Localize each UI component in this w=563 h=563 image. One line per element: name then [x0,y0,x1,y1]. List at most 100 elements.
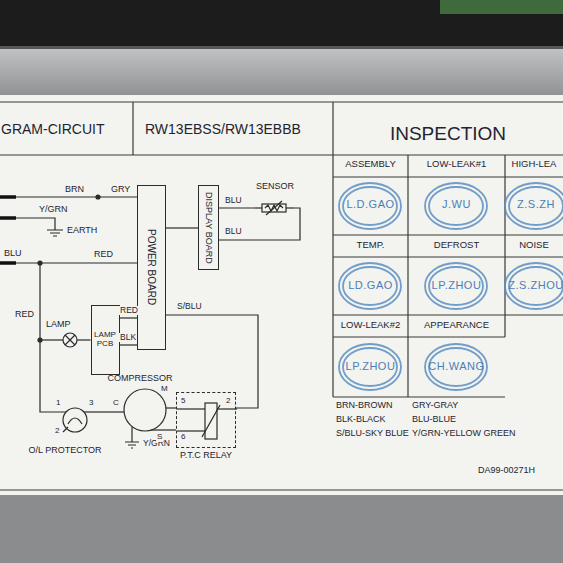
photo-ground [0,46,563,96]
node-label: COMPRESSOR [107,374,172,384]
wire-terminal [0,195,16,199]
wire [120,344,138,345]
pin-number: 2 [225,397,231,406]
label-frame [0,154,563,155]
color-key: GRY-GRAY [412,401,458,411]
inspection-stamp [505,183,563,229]
symbol-stroke [177,430,205,431]
pin-number: M [160,385,169,394]
symbol-body [262,204,286,212]
symbol-stroke [286,207,294,208]
label-frame [333,337,505,397]
label-frame [132,102,133,155]
node-label: DISPLAY BOARD [204,192,214,264]
symbol-body [63,408,87,432]
node-label: SENSOR [256,182,294,192]
lamp-pcb: LAMP PCB [91,305,120,375]
table-header: TEMP. [333,240,408,250]
wire-label: GRY [110,185,131,195]
stamp: LD.GAO [333,279,408,291]
wire [219,208,300,240]
node-label: P.T.C RELAY [180,451,232,461]
table-header: HIGH-LEA [505,159,563,169]
table-header: NOISE [505,240,563,250]
table-header: DEFROST [408,240,505,250]
symbol-stroke [217,408,237,409]
wire [0,196,137,197]
model-number: RW13EBSS/RW13EBBB [145,122,301,137]
symbol-body [63,333,77,347]
pin-number: 6 [180,433,186,442]
symbol-stroke [254,207,262,208]
part-number: DA99-00271H [478,466,535,476]
label-frame [0,102,563,490]
photo-ground [0,46,563,49]
wire-terminal [0,261,16,265]
photo-ground [0,495,563,563]
display-board: DISPLAY BOARD [198,185,219,270]
stamp: L.D.GAO [333,198,408,210]
wire-label: Y/GRN [38,205,69,215]
wire [0,197,137,442]
label-frame [0,489,563,490]
wire-terminal [0,216,16,220]
color-key: S/BLU-SKY BLUE [336,429,409,439]
pin-number: S [156,433,163,442]
stamp: LP.ZHOU [408,279,505,291]
photo-ground [440,0,563,14]
ptc-relay-drawing [177,393,237,449]
symbol-stroke [68,418,82,424]
junction-dot [37,260,42,265]
color-key: Y/GRN-YELLOW GREEN [412,429,516,439]
table-header: LOW-LEAK#1 [408,159,505,169]
wire [166,315,258,408]
symbol-stroke [84,411,102,412]
symbol-stroke [65,335,75,345]
label-frame [0,101,563,102]
wire-label: RED [93,250,114,260]
wire [40,339,63,340]
symbol-stroke [266,201,282,215]
stamp: J.WU [408,198,505,210]
table-header: APPEARANCE [408,320,505,330]
photo-ground [0,95,563,495]
ptc-relay: P.T.C RELAY [176,392,236,448]
ground-symbol [47,230,63,236]
stamp: Z.S.ZH [505,198,563,210]
color-key: BRN-BROWN [336,401,393,411]
node-label: O/L PROTECTOR [28,446,101,456]
label-frame [407,155,408,397]
symbol-stroke [108,411,124,412]
junction-dot [37,337,42,342]
stamp: Z.S.ZHOU [505,279,563,291]
table-header: ASSEMBLY [333,159,408,169]
sensor-symbol: SENSOR [254,182,294,216]
wire-label: BLU [3,249,23,259]
wire-label: RED [14,310,35,320]
wire [40,263,66,412]
overload-protector: O/L PROTECTOR [28,396,102,460]
wire [166,227,198,228]
pin-number: 1 [55,399,61,408]
wire-label: RED [119,306,139,315]
compressor-symbol: COMPRESSOR [108,374,172,436]
wire [80,339,91,340]
node-label: LAMP [46,320,71,330]
wire [0,218,55,230]
symbol-stroke [151,429,172,430]
junction-dot [95,194,100,199]
label-frame [333,177,563,315]
color-key: BLU-BLUE [412,415,456,425]
pin-number: C [112,399,120,408]
wire [131,427,132,442]
pin-number: 3 [88,399,94,408]
stamp: LP.ZHOU [333,360,408,372]
title: GRAM-CIRCUIT [1,122,104,137]
wire-label: S/BLU [176,302,203,311]
pin-number: 5 [180,397,186,406]
label-frame [332,102,333,397]
compressor-symbol-drawing [108,374,172,436]
wire-label: BRN [64,185,85,195]
